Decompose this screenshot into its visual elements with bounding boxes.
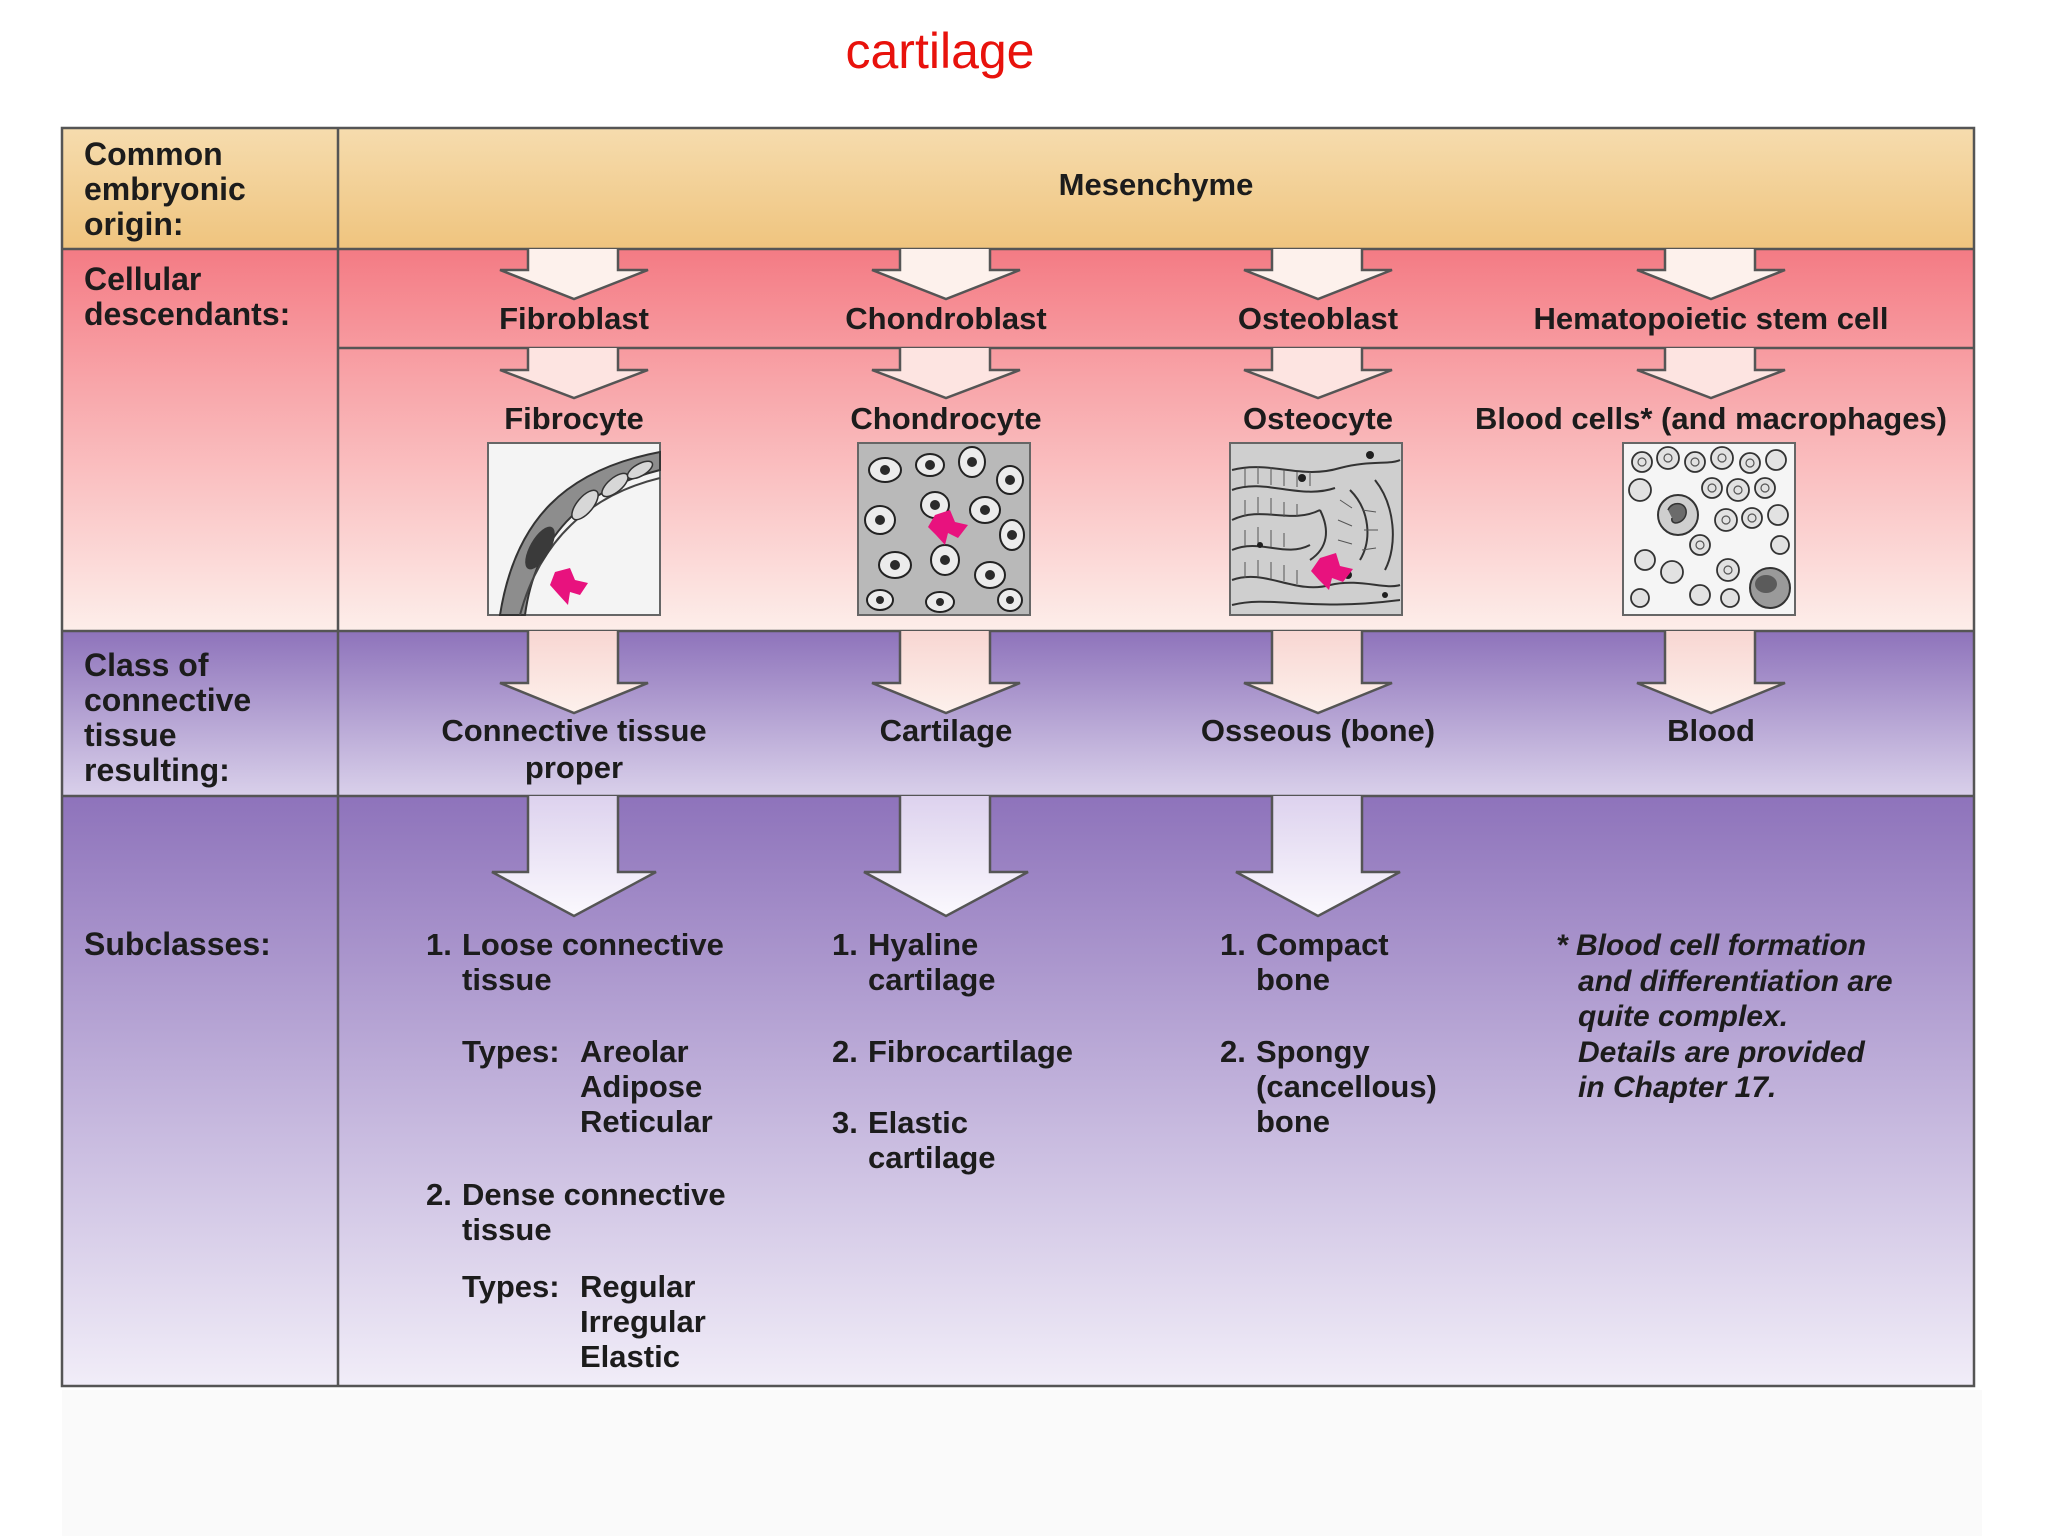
cyte-label: Fibrocyte: [504, 401, 644, 436]
footnote: * Blood cell formation and differentiati…: [1556, 928, 1956, 1106]
blood-cells-micrograph: [1622, 442, 1796, 616]
item-text: Elastic cartilage: [868, 1105, 996, 1175]
type-item: Irregular: [580, 1304, 706, 1339]
types-list: Regular Irregular Elastic: [580, 1269, 706, 1374]
item-number: 1.: [1220, 927, 1246, 962]
item-line: Elastic: [868, 1105, 968, 1140]
origin-band: [62, 128, 1974, 249]
footnote-line: * Blood cell formation: [1556, 929, 1867, 962]
row-label-class-line: tissue: [84, 717, 177, 753]
subclass-arrows: [491, 796, 1401, 918]
class-label-line: Connective tissue: [441, 713, 707, 748]
origin-mesenchyme: Mesenchyme: [1058, 167, 1254, 202]
chondrocyte-micrograph: [857, 442, 1031, 616]
row-label-class-line: connective: [84, 682, 252, 718]
subclasses-band: [62, 796, 1974, 1386]
fibrocyte-micrograph: [487, 442, 661, 616]
row-label-origin-line: embryonic: [84, 171, 246, 207]
blast-label: Osteoblast: [1237, 301, 1399, 336]
class-label: Connective tissue proper: [414, 712, 734, 786]
row-label-origin-line: origin:: [84, 206, 184, 242]
blast-label: Fibroblast: [499, 301, 649, 336]
origin-arrows: [499, 249, 1786, 301]
item-line: (cancellous): [1256, 1069, 1437, 1104]
item-number: 2.: [426, 1177, 452, 1212]
type-item: Elastic: [580, 1339, 680, 1374]
types-list: Areolar Adipose Reticular: [580, 1034, 713, 1139]
footnote-line: and differentiation are: [1578, 964, 1893, 998]
types-label: Types:: [462, 1034, 560, 1069]
cyte-label: Blood cells* (and macrophages): [1475, 401, 1947, 436]
subclasses-cartilage: 1. Hyaline cartilage 2. Fibrocartilage 3…: [832, 927, 1132, 1187]
item-number: 2.: [832, 1034, 858, 1069]
class-label: Blood: [1667, 713, 1755, 748]
type-item: Areolar: [580, 1034, 689, 1069]
row-label-class: Class of connective tissue resulting:: [84, 648, 354, 788]
item-line: tissue: [462, 962, 552, 997]
item-line: bone: [1256, 962, 1331, 997]
footnote-line: Details are provided: [1578, 1035, 1865, 1069]
class-label: Cartilage: [879, 713, 1013, 748]
class-label-line: proper: [524, 750, 624, 785]
row-label-descendants-line: Cellular: [84, 261, 202, 297]
class-arrows: [499, 631, 1786, 715]
row-label-class-line: Class of: [84, 647, 209, 683]
types-label: Types:: [462, 1269, 560, 1304]
subclasses-ctp: 1. Loose connective tissue Types: Areola…: [426, 927, 746, 1387]
item-line: Fibrocartilage: [868, 1034, 1073, 1069]
item-line: bone: [1256, 1104, 1331, 1139]
item-number: 1.: [426, 927, 452, 962]
item-text: Compact bone: [1256, 927, 1389, 997]
subclasses-bone: 1. Compact bone 2. Spongy (cancellous) b…: [1220, 927, 1500, 1147]
row-label-origin: Common embryonic origin:: [84, 137, 354, 242]
item-line: tissue: [462, 1212, 552, 1247]
item-line: Spongy: [1256, 1034, 1370, 1069]
item-line: cartilage: [868, 1140, 996, 1175]
item-line: Loose connective: [462, 927, 724, 962]
type-item: Regular: [580, 1269, 696, 1304]
item-line: Dense connective: [462, 1177, 726, 1212]
item-line: cartilage: [868, 962, 996, 997]
cyte-label: Chondrocyte: [850, 401, 1042, 436]
item-line: Hyaline: [868, 927, 979, 962]
item-text: Loose connective tissue: [462, 927, 724, 997]
cyte-label: Osteocyte: [1243, 401, 1393, 436]
class-band: [62, 631, 1974, 796]
class-label: Osseous (bone): [1200, 713, 1436, 748]
row-label-subclasses: Subclasses:: [84, 926, 271, 962]
differentiation-arrows: [499, 348, 1786, 400]
blast-label: Chondroblast: [845, 301, 1047, 336]
osteocyte-micrograph: [1229, 442, 1403, 616]
item-number: 1.: [832, 927, 858, 962]
item-text: Spongy (cancellous) bone: [1256, 1034, 1437, 1139]
blast-label: Hematopoietic stem cell: [1533, 301, 1889, 336]
item-text: Hyaline cartilage: [868, 927, 996, 997]
slide-title: cartilage: [845, 23, 1035, 79]
row-label-origin-line: Common: [84, 136, 223, 172]
item-text: Dense connective tissue: [462, 1177, 726, 1247]
row-label-class-line: resulting:: [84, 752, 230, 788]
footnote-line: quite complex.: [1578, 1000, 1789, 1033]
item-number: 3.: [832, 1105, 858, 1140]
bottom-shade: [62, 1390, 1982, 1536]
type-item: Reticular: [580, 1104, 713, 1139]
type-item: Adipose: [580, 1069, 703, 1104]
item-line: Compact: [1256, 927, 1389, 962]
row-label-descendants-line: descendants:: [84, 296, 291, 332]
row-label-descendants: Cellular descendants:: [84, 262, 354, 332]
footnote-line: in Chapter 17.: [1578, 1071, 1777, 1104]
item-number: 2.: [1220, 1034, 1246, 1069]
